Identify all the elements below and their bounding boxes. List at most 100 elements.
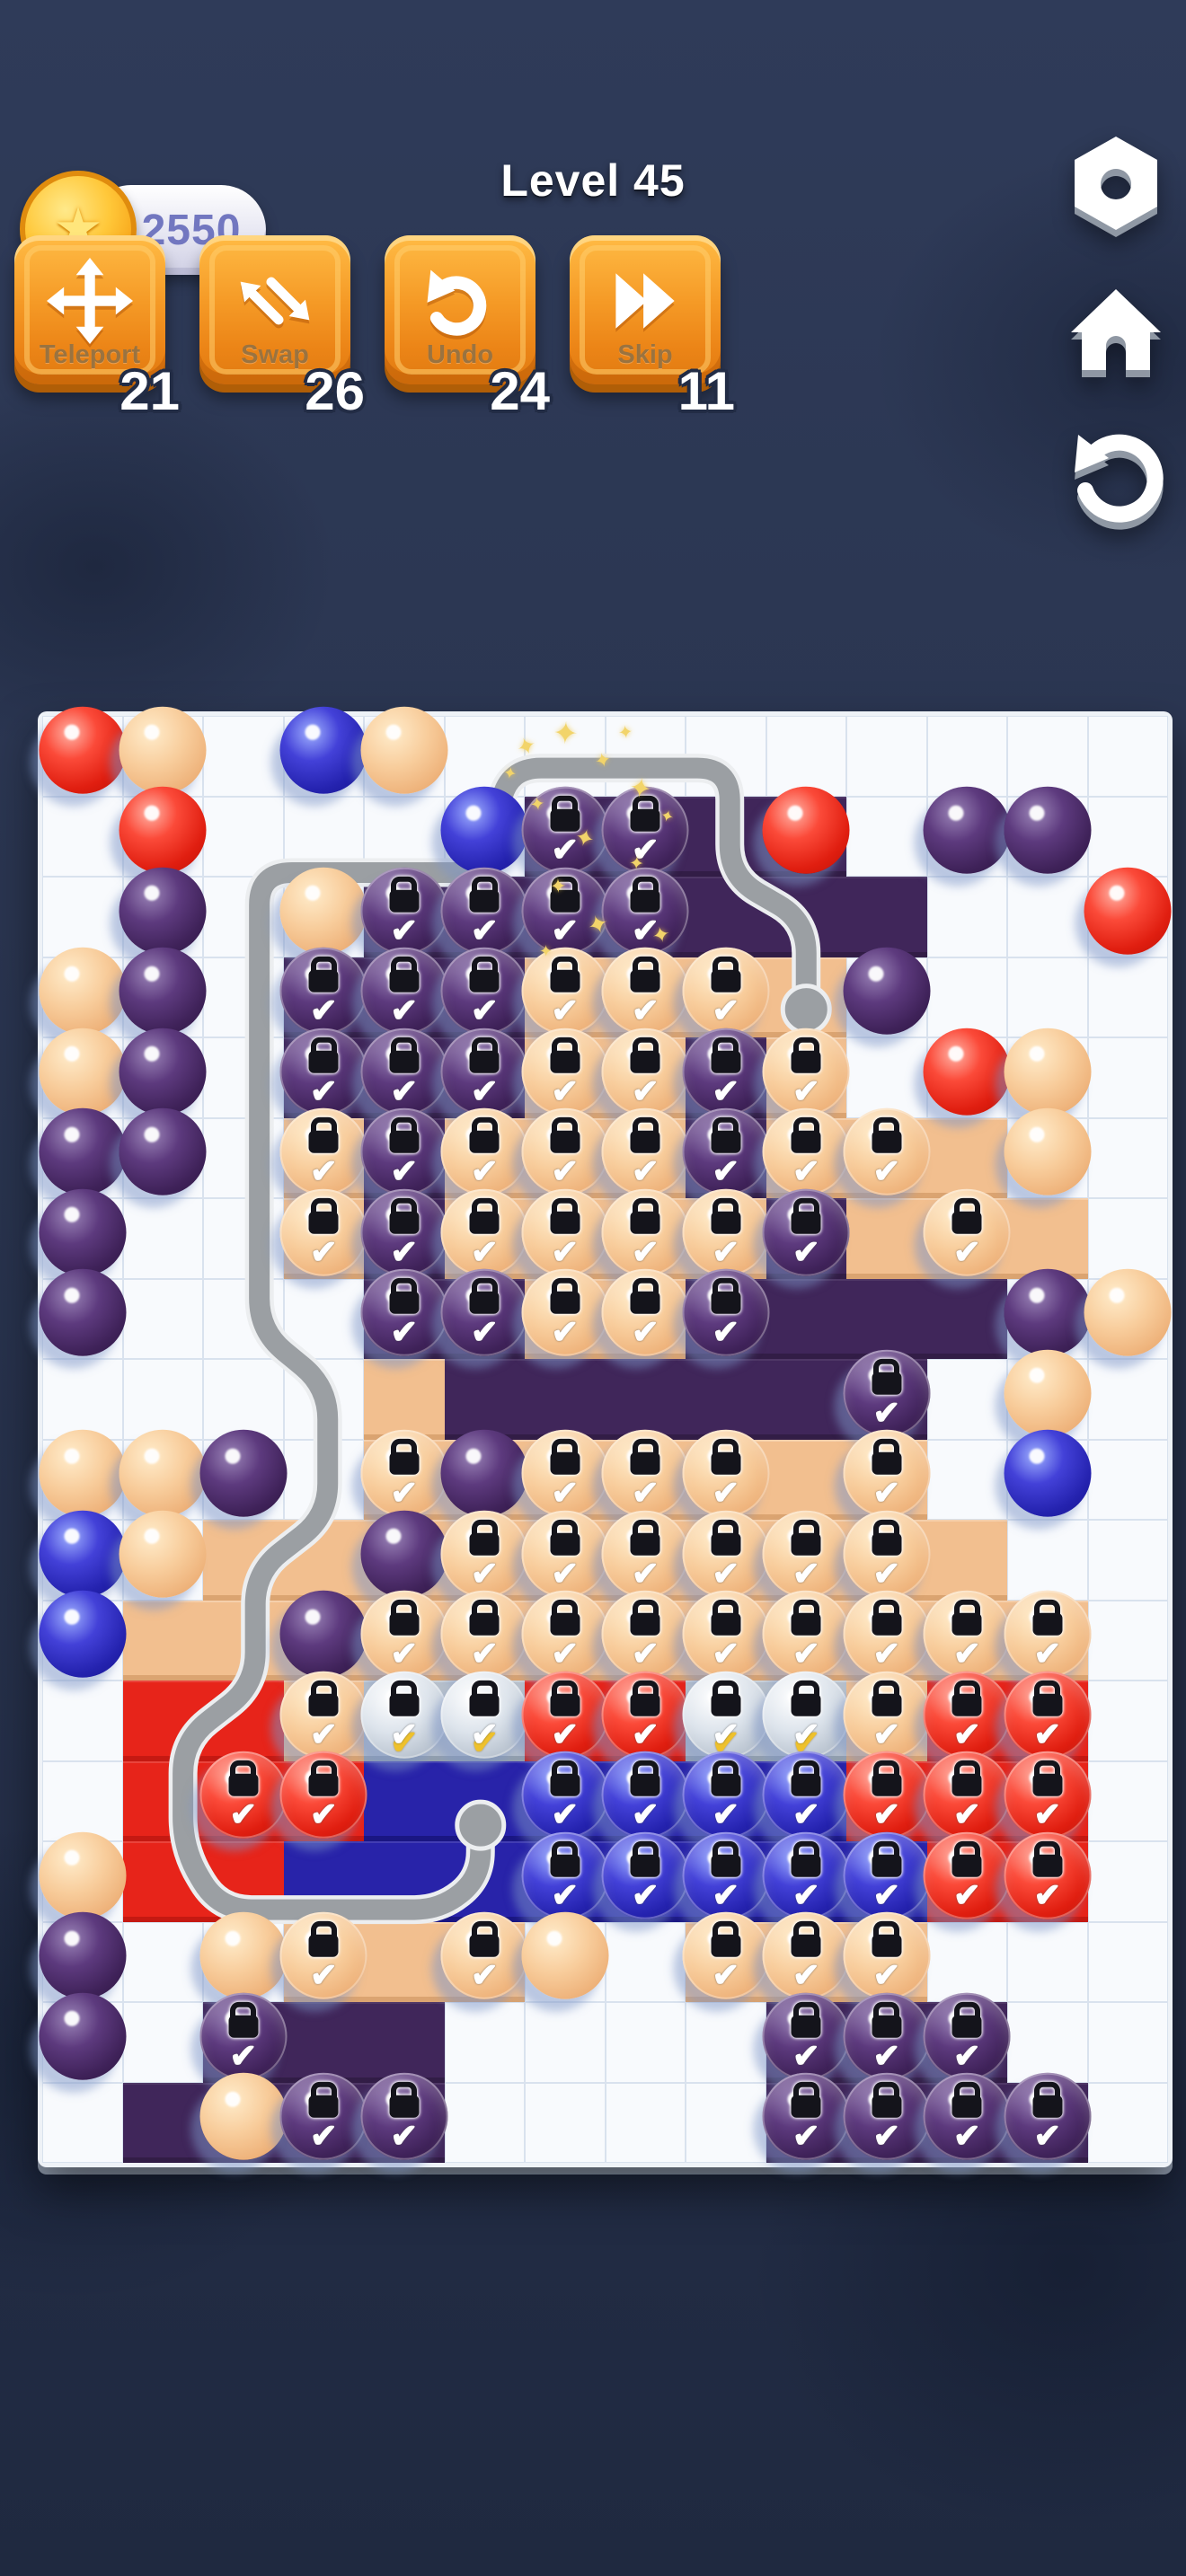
- locked-ball-skin[interactable]: ✔: [682, 1188, 770, 1276]
- locked-ball-skin[interactable]: ✔: [521, 1268, 609, 1356]
- board-tile[interactable]: [42, 1760, 123, 1841]
- board-tile[interactable]: [1087, 1600, 1168, 1681]
- board-tile[interactable]: [364, 1359, 445, 1440]
- board-tile[interactable]: [1087, 2082, 1168, 2163]
- board-tile[interactable]: [444, 716, 525, 797]
- ball-skin[interactable]: [1084, 1268, 1172, 1356]
- locked-ball-purple[interactable]: ✔: [199, 1992, 288, 2080]
- ball-red[interactable]: [762, 786, 850, 874]
- board-tile[interactable]: [1087, 716, 1168, 797]
- ball-skin[interactable]: [39, 947, 127, 1035]
- board-tile[interactable]: [283, 796, 364, 877]
- locked-ball-blue[interactable]: ✔: [762, 1831, 850, 1919]
- board-tile[interactable]: [926, 1117, 1007, 1198]
- locked-ball-red[interactable]: ✔: [923, 1831, 1011, 1919]
- locked-ball-skin[interactable]: ✔: [843, 1429, 931, 1517]
- board-tile[interactable]: [686, 877, 766, 957]
- locked-ball-skin[interactable]: ✔: [682, 1911, 770, 1999]
- ball-purple[interactable]: [39, 1992, 127, 2080]
- board-tile[interactable]: [1087, 1841, 1168, 1922]
- ball-skin[interactable]: [1004, 1349, 1092, 1437]
- locked-ball-blue[interactable]: ✔: [601, 1831, 689, 1919]
- board-tile[interactable]: [846, 1278, 927, 1359]
- board-tile[interactable]: [444, 1841, 525, 1922]
- locked-ball-silver[interactable]: ✔✔: [360, 1671, 448, 1759]
- locked-ball-silver[interactable]: ✔✔: [682, 1671, 770, 1759]
- ball-skin[interactable]: [360, 706, 448, 794]
- locked-ball-blue[interactable]: ✔: [521, 1751, 609, 1839]
- locked-ball-blue[interactable]: ✔: [682, 1751, 770, 1839]
- ball-purple[interactable]: [279, 1590, 367, 1678]
- board-tile[interactable]: [122, 1359, 203, 1440]
- ball-purple[interactable]: [39, 1268, 127, 1356]
- ball-skin[interactable]: [1004, 1107, 1092, 1195]
- board-tile[interactable]: [1087, 1198, 1168, 1279]
- board-tile[interactable]: [122, 2002, 203, 2083]
- board-tile[interactable]: [766, 1359, 846, 1440]
- locked-ball-skin[interactable]: ✔: [762, 1911, 850, 1999]
- board-tile[interactable]: [203, 957, 284, 1037]
- locked-ball-red[interactable]: ✔: [1004, 1751, 1092, 1839]
- locked-ball-purple[interactable]: ✔: [682, 1268, 770, 1356]
- ball-skin[interactable]: [119, 706, 207, 794]
- board-tile[interactable]: [122, 1600, 203, 1681]
- ball-purple[interactable]: [39, 1107, 127, 1195]
- locked-ball-red[interactable]: ✔: [601, 1671, 689, 1759]
- board-tile[interactable]: [42, 1359, 123, 1440]
- board-tile[interactable]: [525, 1359, 606, 1440]
- board-tile[interactable]: [1007, 1921, 1088, 2002]
- locked-ball-purple[interactable]: ✔: [360, 867, 448, 955]
- board-tile[interactable]: [605, 2002, 686, 2083]
- ball-purple[interactable]: [923, 786, 1011, 874]
- board-tile[interactable]: [203, 1600, 284, 1681]
- ball-skin[interactable]: [199, 2072, 288, 2160]
- locked-ball-skin[interactable]: ✔: [360, 1590, 448, 1678]
- board-tile[interactable]: [203, 796, 284, 877]
- ball-blue[interactable]: [440, 786, 528, 874]
- locked-ball-purple[interactable]: ✔: [601, 786, 689, 874]
- locked-ball-skin[interactable]: ✔: [521, 1028, 609, 1116]
- locked-ball-skin[interactable]: ✔: [1004, 1590, 1092, 1678]
- locked-ball-skin[interactable]: ✔: [843, 1911, 931, 1999]
- board-tile[interactable]: [766, 877, 846, 957]
- locked-ball-purple[interactable]: ✔: [440, 1268, 528, 1356]
- board-tile[interactable]: [1007, 1520, 1088, 1601]
- locked-ball-purple[interactable]: ✔: [923, 1992, 1011, 2080]
- ball-purple[interactable]: [360, 1510, 448, 1598]
- ball-purple[interactable]: [843, 947, 931, 1035]
- locked-ball-skin[interactable]: ✔: [440, 1510, 528, 1598]
- locked-ball-skin[interactable]: ✔: [521, 1188, 609, 1276]
- locked-ball-purple[interactable]: ✔: [843, 1992, 931, 2080]
- ball-purple[interactable]: [199, 1429, 288, 1517]
- board-tile[interactable]: [42, 877, 123, 957]
- board-tile[interactable]: [686, 796, 766, 877]
- board-tile[interactable]: [122, 2082, 203, 2163]
- ball-purple[interactable]: [119, 1107, 207, 1195]
- board-tile[interactable]: [444, 2082, 525, 2163]
- locked-ball-skin[interactable]: ✔: [682, 1590, 770, 1678]
- board-tile[interactable]: [444, 1359, 525, 1440]
- board-tile[interactable]: [364, 1841, 445, 1922]
- locked-ball-skin[interactable]: ✔: [279, 1107, 367, 1195]
- board-tile[interactable]: [1087, 1439, 1168, 1520]
- locked-ball-purple[interactable]: ✔: [843, 2072, 931, 2160]
- board-tile[interactable]: [1007, 1198, 1088, 1279]
- locked-ball-red[interactable]: ✔: [199, 1751, 288, 1839]
- locked-ball-purple[interactable]: ✔: [360, 2072, 448, 2160]
- board-tile[interactable]: [1087, 796, 1168, 877]
- locked-ball-skin[interactable]: ✔: [601, 1510, 689, 1598]
- locked-ball-skin[interactable]: ✔: [601, 1268, 689, 1356]
- locked-ball-skin[interactable]: ✔: [762, 1107, 850, 1195]
- locked-ball-silver[interactable]: ✔✔: [762, 1671, 850, 1759]
- locked-ball-blue[interactable]: ✔: [521, 1831, 609, 1919]
- ball-purple[interactable]: [119, 947, 207, 1035]
- board-tile[interactable]: [1087, 1117, 1168, 1198]
- board-tile[interactable]: [766, 1278, 846, 1359]
- locked-ball-purple[interactable]: ✔: [440, 947, 528, 1035]
- board-tile[interactable]: [686, 1359, 766, 1440]
- settings-button[interactable]: [1064, 133, 1168, 234]
- ball-skin[interactable]: [199, 1911, 288, 1999]
- board-tile[interactable]: [605, 2082, 686, 2163]
- locked-ball-skin[interactable]: ✔: [601, 1028, 689, 1116]
